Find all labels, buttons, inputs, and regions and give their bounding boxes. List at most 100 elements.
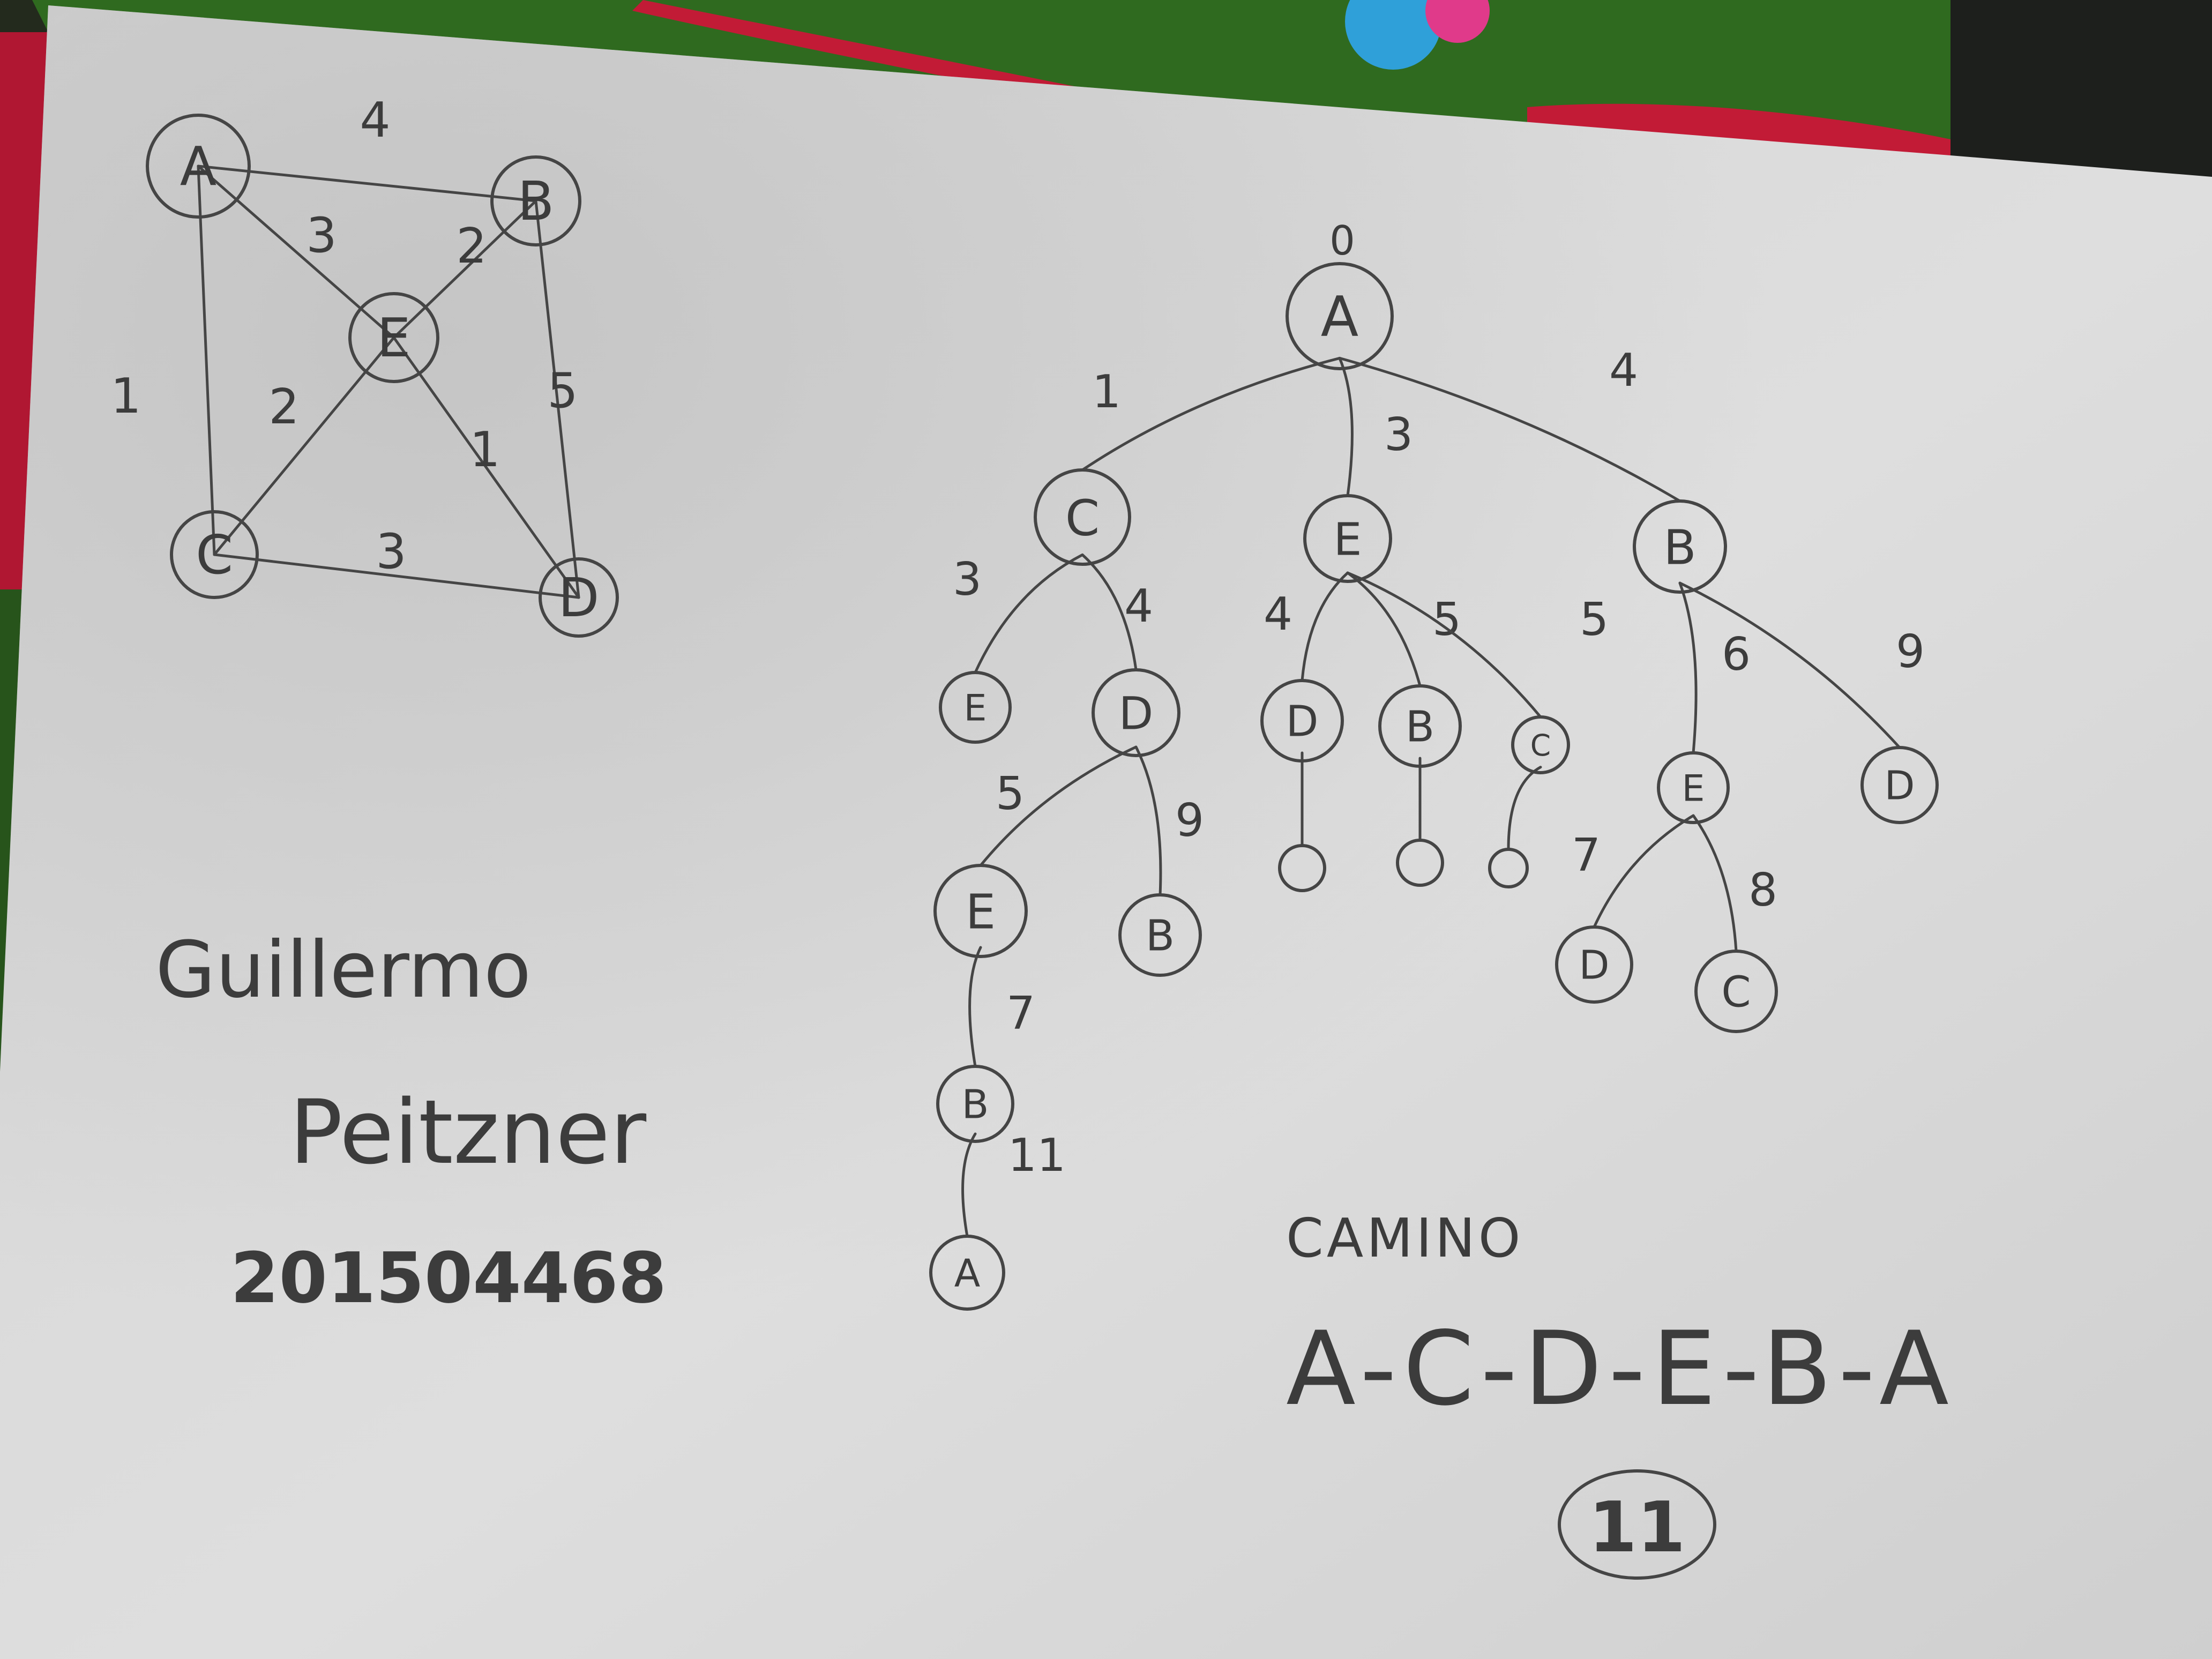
- tree-node-label: E: [1682, 768, 1705, 810]
- tree-node-label: E: [1333, 513, 1362, 565]
- graph-node-C: [170, 510, 259, 599]
- tree-node: [929, 1235, 1005, 1311]
- tree-edge: [1134, 745, 1162, 896]
- tree-edge: [974, 553, 1084, 674]
- tree-edge-cost: 11: [1008, 1129, 1066, 1182]
- tree-edge-cost: 5: [1432, 593, 1461, 646]
- tree-node: [1694, 950, 1778, 1033]
- tree-node: [1378, 684, 1462, 768]
- tree-node-label: E: [964, 687, 987, 730]
- graph-edge-EC: [213, 336, 395, 556]
- graph-node-label: D: [558, 566, 599, 629]
- graph-node-label: E: [377, 307, 410, 369]
- graph-node-label: B: [518, 170, 555, 233]
- root-cost-label: 0: [1329, 217, 1355, 264]
- tree-node-label: B: [1663, 519, 1696, 575]
- graph-edge-BD: [534, 199, 580, 599]
- tree-node-label: C: [1065, 489, 1100, 547]
- graph-edge-weight: 3: [306, 207, 337, 264]
- tree-edge-cost: 4: [1264, 588, 1292, 641]
- tree-node-label: A: [1321, 285, 1358, 349]
- tree-edge: [1301, 571, 1349, 682]
- tree-node: [1396, 839, 1444, 887]
- tree-node-label: B: [1146, 911, 1175, 961]
- result-block: CAMINO A-C-D-E-B-A 11: [1286, 1207, 1955, 1580]
- graph-edge-weight: 3: [376, 524, 406, 580]
- graph-edge-weight: 1: [469, 422, 500, 478]
- tree-node: [1278, 844, 1326, 892]
- tree-node: [1286, 262, 1394, 370]
- tree-edge: [979, 745, 1138, 867]
- path-sequence: A-C-D-E-B-A: [1286, 1310, 1955, 1428]
- tree-node-label: D: [1885, 763, 1915, 809]
- graph-node-label: C: [196, 524, 233, 586]
- tree-edge-cost: 4: [1124, 580, 1153, 633]
- tree-edge: [1678, 581, 1901, 749]
- graph-edge-weight: 2: [268, 379, 299, 435]
- tree-node: [1092, 668, 1180, 757]
- tree-edge: [1692, 814, 1738, 953]
- tree-edge-cost: 9: [1896, 625, 1925, 678]
- tree-node: [1260, 679, 1344, 763]
- tree-node-label: A: [954, 1251, 981, 1296]
- tree-edge-cost: 6: [1722, 628, 1751, 681]
- tree-node-label: D: [1579, 943, 1610, 989]
- tree-edge: [1081, 356, 1341, 472]
- tree-edge: [1593, 814, 1695, 929]
- tree-node: [1118, 893, 1202, 977]
- tree-node: [1511, 715, 1570, 774]
- path-heading: CAMINO: [1286, 1207, 1524, 1269]
- graph-node-E: [348, 292, 439, 383]
- tree-node: [1633, 499, 1727, 594]
- tree-node: [933, 864, 1028, 958]
- graph-edge-weight: 4: [360, 92, 390, 148]
- graph-node-A: [146, 114, 251, 219]
- tree-edge-cost: 1: [1092, 365, 1121, 419]
- author-first-name: Guillermo: [155, 925, 531, 1015]
- tree-node: [1034, 468, 1131, 566]
- tree-node: [939, 671, 1012, 744]
- tree-node-label: C: [1530, 728, 1551, 763]
- tree-edge-cost: 5: [996, 767, 1025, 820]
- tree-edge-cost: 5: [1580, 593, 1609, 646]
- tree-node-label: B: [962, 1082, 989, 1128]
- tree-node: [1303, 494, 1392, 583]
- total-cost-circle: [1558, 1469, 1716, 1580]
- tree-node-label: D: [1286, 697, 1319, 746]
- graph-node-label: A: [180, 135, 216, 198]
- tree-edge-cost: 7: [1006, 987, 1035, 1040]
- tree-edge: [1338, 356, 1682, 503]
- author-block: Guillermo Peitzner 201504468: [155, 925, 667, 1319]
- graph-edge-weight: 5: [547, 363, 578, 419]
- paper-sheet: [0, 5, 2212, 1659]
- tree-node-label: D: [1119, 687, 1154, 739]
- tree-node: [1555, 925, 1633, 1004]
- graph-edge-weight: 2: [456, 218, 487, 274]
- tree-edge: [1346, 571, 1542, 719]
- total-cost: 11: [1589, 1486, 1686, 1568]
- graph-edge-ED: [392, 336, 580, 599]
- tree-edge-cost: 8: [1748, 864, 1777, 917]
- tree-edge-cost: 3: [953, 553, 982, 606]
- tree-edge: [1081, 553, 1138, 671]
- tree-edge: [1678, 581, 1698, 754]
- graph-edge-AB: [197, 165, 537, 203]
- tree-node-label: B: [1406, 703, 1434, 752]
- tree-edge: [1346, 571, 1422, 687]
- tree-edge-cost: 3: [1384, 408, 1413, 461]
- author-last-name: Peitzner: [289, 1081, 646, 1184]
- tree-node: [1657, 751, 1730, 824]
- tree-node: [1860, 746, 1939, 824]
- tree-node-label: E: [966, 884, 996, 939]
- tree-edge-cost: 4: [1609, 344, 1638, 397]
- tree-edge-cost: 9: [1175, 794, 1204, 847]
- graph-node-B: [490, 155, 581, 246]
- tree-node: [936, 1065, 1014, 1143]
- graph-edge-EB: [392, 199, 537, 339]
- student-id: 201504468: [230, 1237, 667, 1319]
- tree-node-label: C: [1721, 968, 1751, 1017]
- tree-edge: [1338, 356, 1354, 497]
